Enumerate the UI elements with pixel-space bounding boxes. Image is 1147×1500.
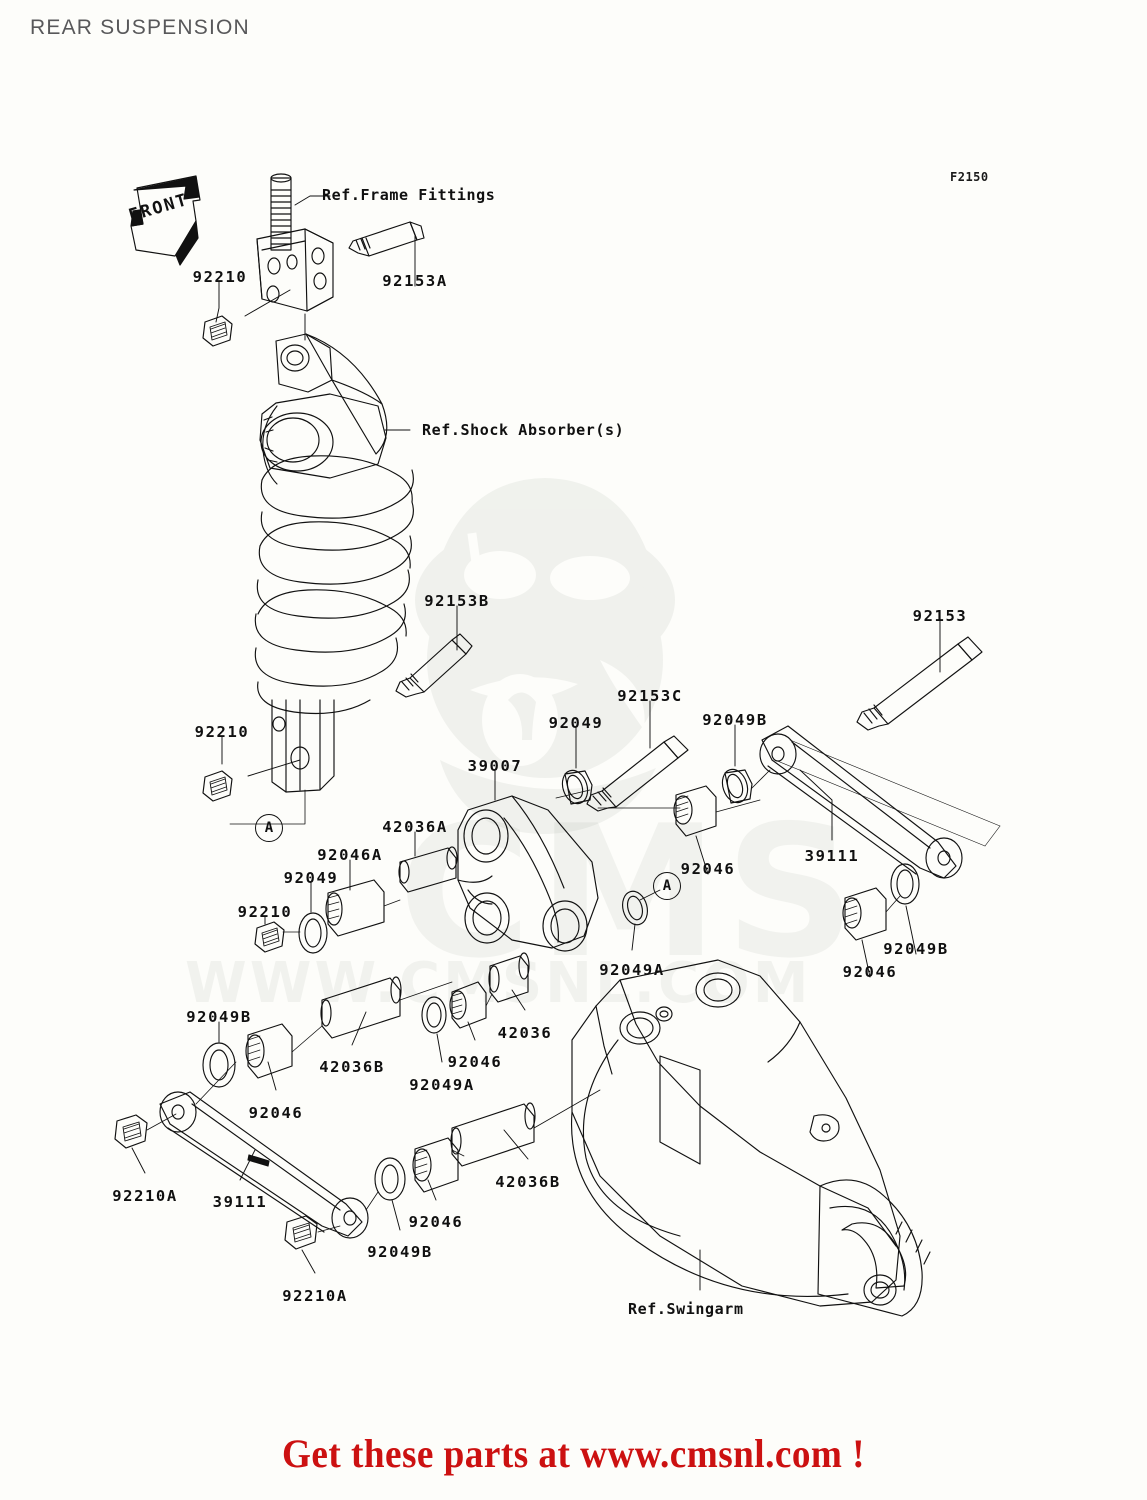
part-label-92046: 92046: [408, 1213, 464, 1231]
leader-lines: [131, 195, 941, 1291]
svg-text:WWW.CMSNL.COM: WWW.CMSNL.COM: [185, 951, 811, 1016]
part-label-92049b: 92049B: [186, 1008, 252, 1026]
bearing-92046A: [325, 879, 385, 937]
front-label: FRONT: [126, 189, 191, 227]
part-label-39007: 39007: [467, 757, 523, 775]
bolt-92153B: [395, 633, 473, 698]
part-label-92049: 92049: [283, 869, 339, 887]
part-label-92210: 92210: [192, 268, 248, 286]
part-label-92046: 92046: [248, 1104, 304, 1122]
part-label-92046: 92046: [842, 963, 898, 981]
figure-code: F2150: [950, 170, 989, 184]
bolt-92153C: [586, 735, 689, 812]
section-marker-a-1: A: [653, 872, 681, 900]
seal-92049B-lower-right: [374, 1157, 406, 1201]
part-label-92153b: 92153B: [424, 592, 490, 610]
part-label-92153c: 92153C: [617, 687, 683, 705]
bearing-92046-right-lower: [842, 887, 887, 941]
part-label-92049b: 92049B: [883, 940, 949, 958]
shock-absorber: [254, 333, 414, 793]
seal-92049B-upper-right: [721, 768, 753, 804]
upper-mount-bracket: [256, 173, 334, 312]
part-label-92046a: 92046A: [317, 846, 383, 864]
seal-92049A-lower: [421, 996, 447, 1034]
part-label-39111: 39111: [212, 1193, 268, 1211]
section-marker-a-0: A: [255, 814, 283, 842]
tie-rod-39111-right: [759, 725, 1001, 879]
bearing-92046-center-lower: [449, 981, 487, 1029]
bolt-92153A: [348, 221, 425, 257]
part-label-42036: 42036: [497, 1024, 553, 1042]
part-label-92049a: 92049A: [599, 961, 665, 979]
seal-92049A-center: [622, 890, 648, 926]
footer-cta: Get these parts at www.cmsnl.com !: [281, 1431, 865, 1476]
part-label-92210a: 92210A: [282, 1287, 348, 1305]
swingarm-reference: [570, 959, 931, 1317]
part-label-92153: 92153: [912, 607, 968, 625]
collar-42036B-upper: [320, 976, 402, 1039]
rocker-arm-39007: [457, 795, 599, 952]
reference-label-0: Ref.Frame Fittings: [322, 186, 496, 204]
part-label-92049b: 92049B: [367, 1243, 433, 1261]
part-label-92046: 92046: [680, 860, 736, 878]
part-label-42036a: 42036A: [382, 818, 448, 836]
part-label-92049b: 92049B: [702, 711, 768, 729]
collar-42036A: [398, 846, 458, 893]
part-label-92210: 92210: [237, 903, 293, 921]
collar-42036B-lower: [450, 1102, 536, 1167]
part-label-92153a: 92153A: [382, 272, 448, 290]
svg-text:CMS: CMS: [398, 786, 862, 998]
reference-label-1: Ref.Shock Absorber(s): [422, 421, 625, 439]
front-direction-arrow: FRONT: [120, 180, 216, 248]
reference-label-2: Ref.Swingarm: [628, 1300, 744, 1318]
nut-92210A-bottom: [284, 1215, 318, 1250]
nut-92210-left-linkage: [254, 921, 285, 953]
coil-spring: [254, 455, 414, 715]
bearing-92046-left: [245, 1023, 293, 1079]
part-label-92049: 92049: [548, 714, 604, 732]
part-label-39111: 39111: [804, 847, 860, 865]
part-label-42036b: 42036B: [495, 1173, 561, 1191]
page-title: REAR SUSPENSION: [30, 16, 250, 39]
bearing-92046-center: [673, 785, 717, 837]
part-label-42036b: 42036B: [319, 1058, 385, 1076]
seal-92049-left: [298, 912, 328, 954]
part-label-92046: 92046: [447, 1053, 503, 1071]
front-arrow-icon: [130, 175, 201, 266]
seal-92049-center: [561, 769, 593, 805]
nut-92210-lower: [202, 770, 233, 802]
nut-92210-upper: [202, 315, 233, 347]
bolt-92153-right: [856, 636, 983, 731]
nut-92210A-left: [114, 1114, 148, 1149]
part-label-92210: 92210: [194, 723, 250, 741]
part-label-92049a: 92049A: [409, 1076, 475, 1094]
collar-42036: [488, 952, 530, 1003]
bearing-92046-lower-right: [412, 1137, 459, 1193]
part-label-92210a: 92210A: [112, 1187, 178, 1205]
tie-rod-39111-left: [159, 1091, 369, 1239]
seal-92049B-right-lower: [890, 863, 920, 905]
